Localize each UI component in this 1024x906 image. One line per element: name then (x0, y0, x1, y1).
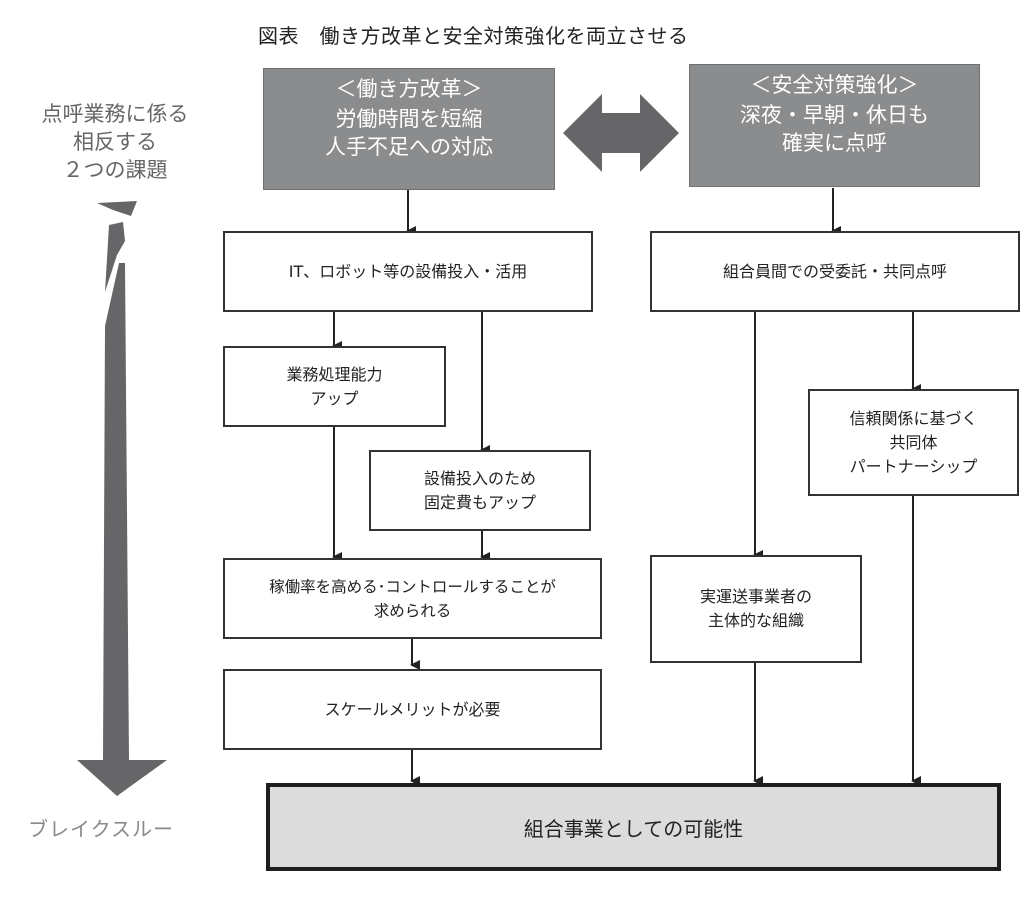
joint-rollcall-text: 組合員間での受委託・共同点呼 (722, 261, 947, 281)
figure-title: 図表 働き方改革と安全対策強化を両立させる (258, 24, 689, 48)
challenges-line: ２つの課題 (62, 158, 168, 182)
utilization-line: 稼働率を高める･コントロールすることが (269, 577, 556, 596)
partnership-line: 信頼関係に基づく (849, 408, 978, 428)
fixed-cost-line: 設備投入のため (423, 468, 536, 488)
fixed-cost-line: 固定費もアップ (423, 492, 536, 512)
partnership-line: 共同体 (889, 432, 938, 452)
work-style-reform-box: ＜働き方改革＞ 労働時間を短縮 人手不足への対応 (263, 68, 555, 190)
utilization-box: 稼働率を高める･コントロールすることが 求められる (223, 558, 602, 639)
challenges-line: 点呼業務に係る (41, 102, 189, 126)
safety-heading: ＜安全対策強化＞ (750, 73, 919, 97)
safety-enhancement-box: ＜安全対策強化＞ 深夜・早朝・休日も 確実に点呼 (689, 64, 980, 187)
utilization-line: 求められる (373, 601, 452, 620)
safety-line: 確実に点呼 (782, 131, 887, 155)
challenges-label: 点呼業務に係る 相反する ２つの課題 (20, 100, 210, 184)
capacity-up-line: 業務処理能力 (286, 364, 383, 384)
carrier-org-line: 主体的な組織 (707, 611, 804, 630)
breakthrough-label: ブレイクスルー (28, 817, 174, 841)
capacity-up-line: アップ (310, 388, 359, 408)
final-text: 組合事業としての可能性 (523, 816, 744, 841)
scale-merit-text: スケールメリットが必要 (324, 699, 501, 719)
scale-merit-box: スケールメリットが必要 (223, 669, 602, 750)
fixed-cost-up-box: 設備投入のため 固定費もアップ (369, 450, 591, 531)
it-investment-text: IT、ロボット等の設備投入・活用 (288, 261, 528, 281)
breakthrough-arrow-icon (77, 201, 167, 796)
double-arrow-icon (563, 94, 679, 172)
work-style-line: 労働時間を短縮 (335, 107, 483, 131)
carrier-organization-box: 実運送事業者の 主体的な組織 (650, 555, 862, 663)
work-style-line: 人手不足への対応 (325, 135, 493, 159)
work-style-heading: ＜働き方改革＞ (335, 77, 483, 101)
safety-line: 深夜・早朝・休日も (740, 103, 929, 127)
carrier-org-line: 実運送事業者の (699, 587, 812, 606)
it-investment-box: IT、ロボット等の設備投入・活用 (223, 231, 593, 312)
joint-rollcall-box: 組合員間での受委託・共同点呼 (650, 231, 1020, 312)
challenges-line: 相反する (73, 130, 157, 154)
partnership-box: 信頼関係に基づく 共同体 パートナーシップ (808, 389, 1019, 496)
capacity-up-box: 業務処理能力 アップ (223, 346, 446, 427)
partnership-line: パートナーシップ (849, 456, 978, 476)
cooperative-business-box: 組合事業としての可能性 (266, 783, 1001, 871)
